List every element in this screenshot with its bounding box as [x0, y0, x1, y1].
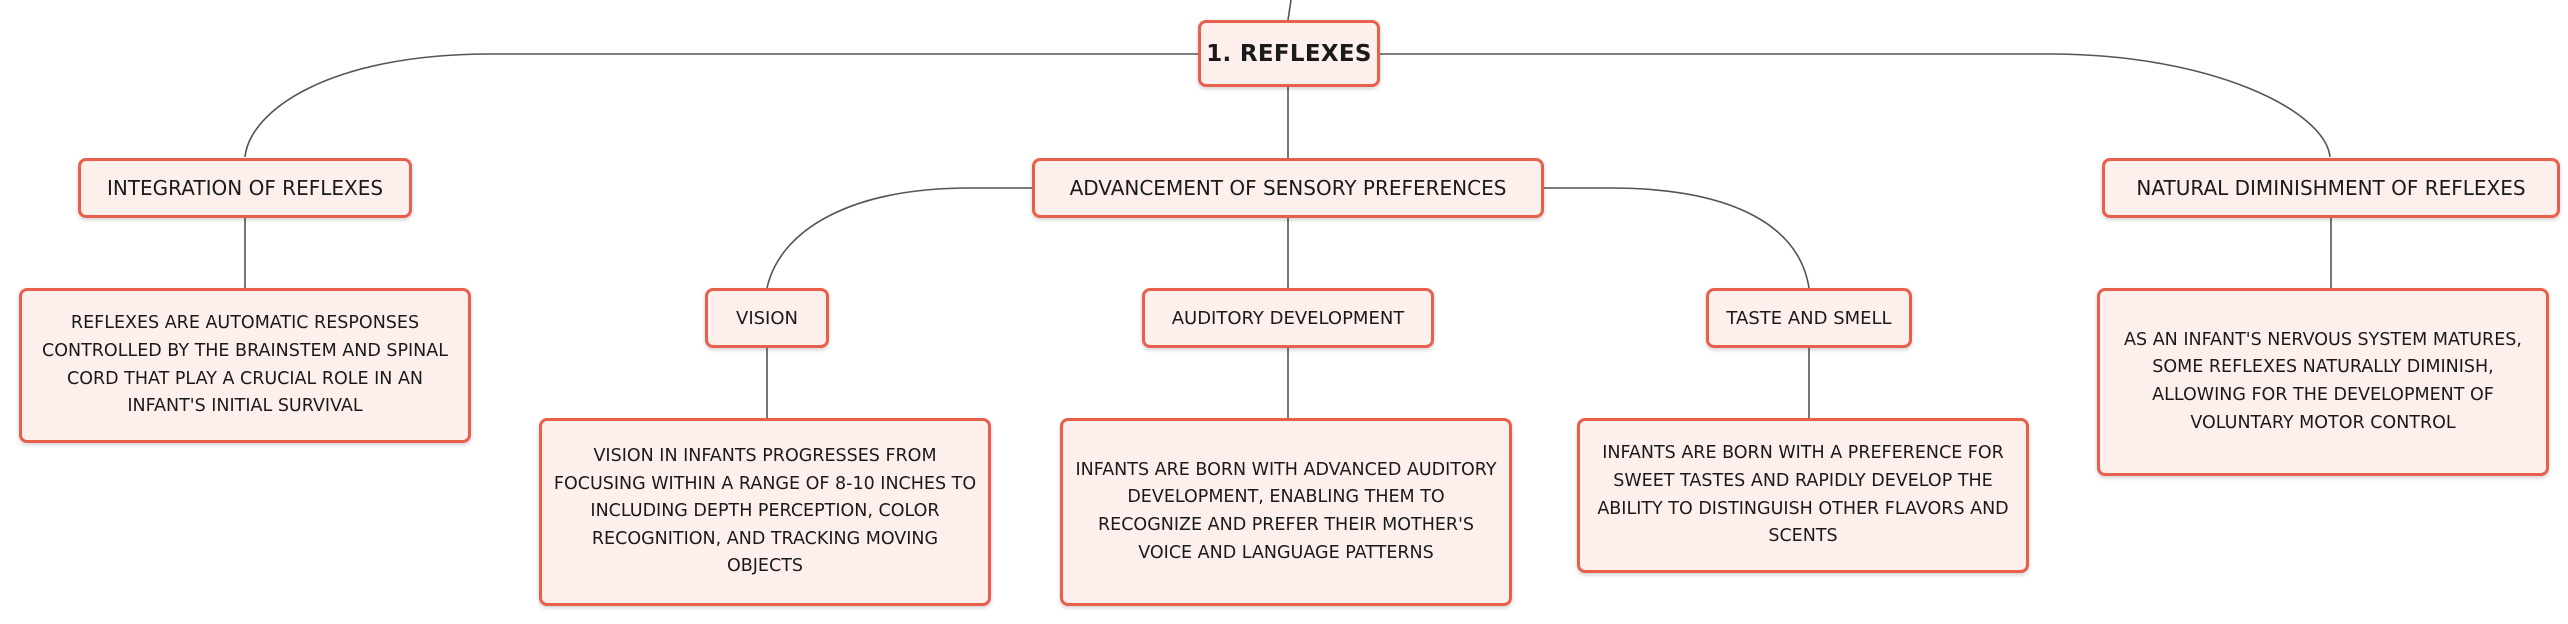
- topic-integration-of-reflexes[interactable]: INTEGRATION OF REFLEXES: [78, 158, 412, 218]
- subtopic-taste-and-smell[interactable]: TASTE AND SMELL: [1706, 288, 1912, 348]
- subtopic-label: TASTE AND SMELL: [1726, 307, 1892, 329]
- connector-root-to-diminishment: [1378, 53, 2331, 158]
- subtopic-label: VISION: [736, 307, 798, 329]
- topic-label: INTEGRATION OF REFLEXES: [106, 176, 384, 200]
- description-text: REFLEXES ARE AUTOMATIC RESPONSES CONTROL…: [41, 313, 448, 417]
- description-text: INFANTS ARE BORN WITH A PREFERENCE FOR S…: [1597, 443, 2009, 547]
- integration-description-node[interactable]: REFLEXES ARE AUTOMATIC RESPONSES CONTROL…: [19, 288, 471, 443]
- topic-natural-diminishment-of-reflexes[interactable]: NATURAL DIMINISHMENT OF REFLEXES: [2102, 158, 2560, 218]
- diminishment-description-node[interactable]: AS AN INFANT'S NERVOUS SYSTEM MATURES, S…: [2097, 288, 2549, 476]
- description-text: INFANTS ARE BORN WITH ADVANCED AUDITORY …: [1075, 459, 1497, 563]
- connector-root-to-integration: [244, 53, 1198, 158]
- topic-label: ADVANCEMENT OF SENSORY PREFERENCES: [1069, 176, 1507, 200]
- subtopic-label: AUDITORY DEVELOPMENT: [1171, 307, 1405, 329]
- subtopic-vision[interactable]: VISION: [705, 288, 829, 348]
- description-text: AS AN INFANT'S NERVOUS SYSTEM MATURES, S…: [2124, 329, 2522, 433]
- description-text: VISION IN INFANTS PROGRESSES FROM FOCUSI…: [553, 445, 977, 577]
- root-label: 1. REFLEXES: [1206, 40, 1372, 67]
- connector-sensory-to-vision: [766, 187, 1032, 289]
- root-node[interactable]: 1. REFLEXES: [1198, 20, 1380, 87]
- vision-description-node[interactable]: VISION IN INFANTS PROGRESSES FROM FOCUSI…: [539, 418, 991, 606]
- subtopic-auditory-development[interactable]: AUDITORY DEVELOPMENT: [1142, 288, 1434, 348]
- taste-description-node[interactable]: INFANTS ARE BORN WITH A PREFERENCE FOR S…: [1577, 418, 2029, 573]
- auditory-description-node[interactable]: INFANTS ARE BORN WITH ADVANCED AUDITORY …: [1060, 418, 1512, 606]
- connector-sensory-to-taste: [1544, 187, 1810, 289]
- topic-advancement-of-sensory-preferences[interactable]: ADVANCEMENT OF SENSORY PREFERENCES: [1032, 158, 1544, 218]
- topic-label: NATURAL DIMINISHMENT OF REFLEXES: [2136, 176, 2526, 200]
- connector-parent-to-root: [1287, 0, 1292, 21]
